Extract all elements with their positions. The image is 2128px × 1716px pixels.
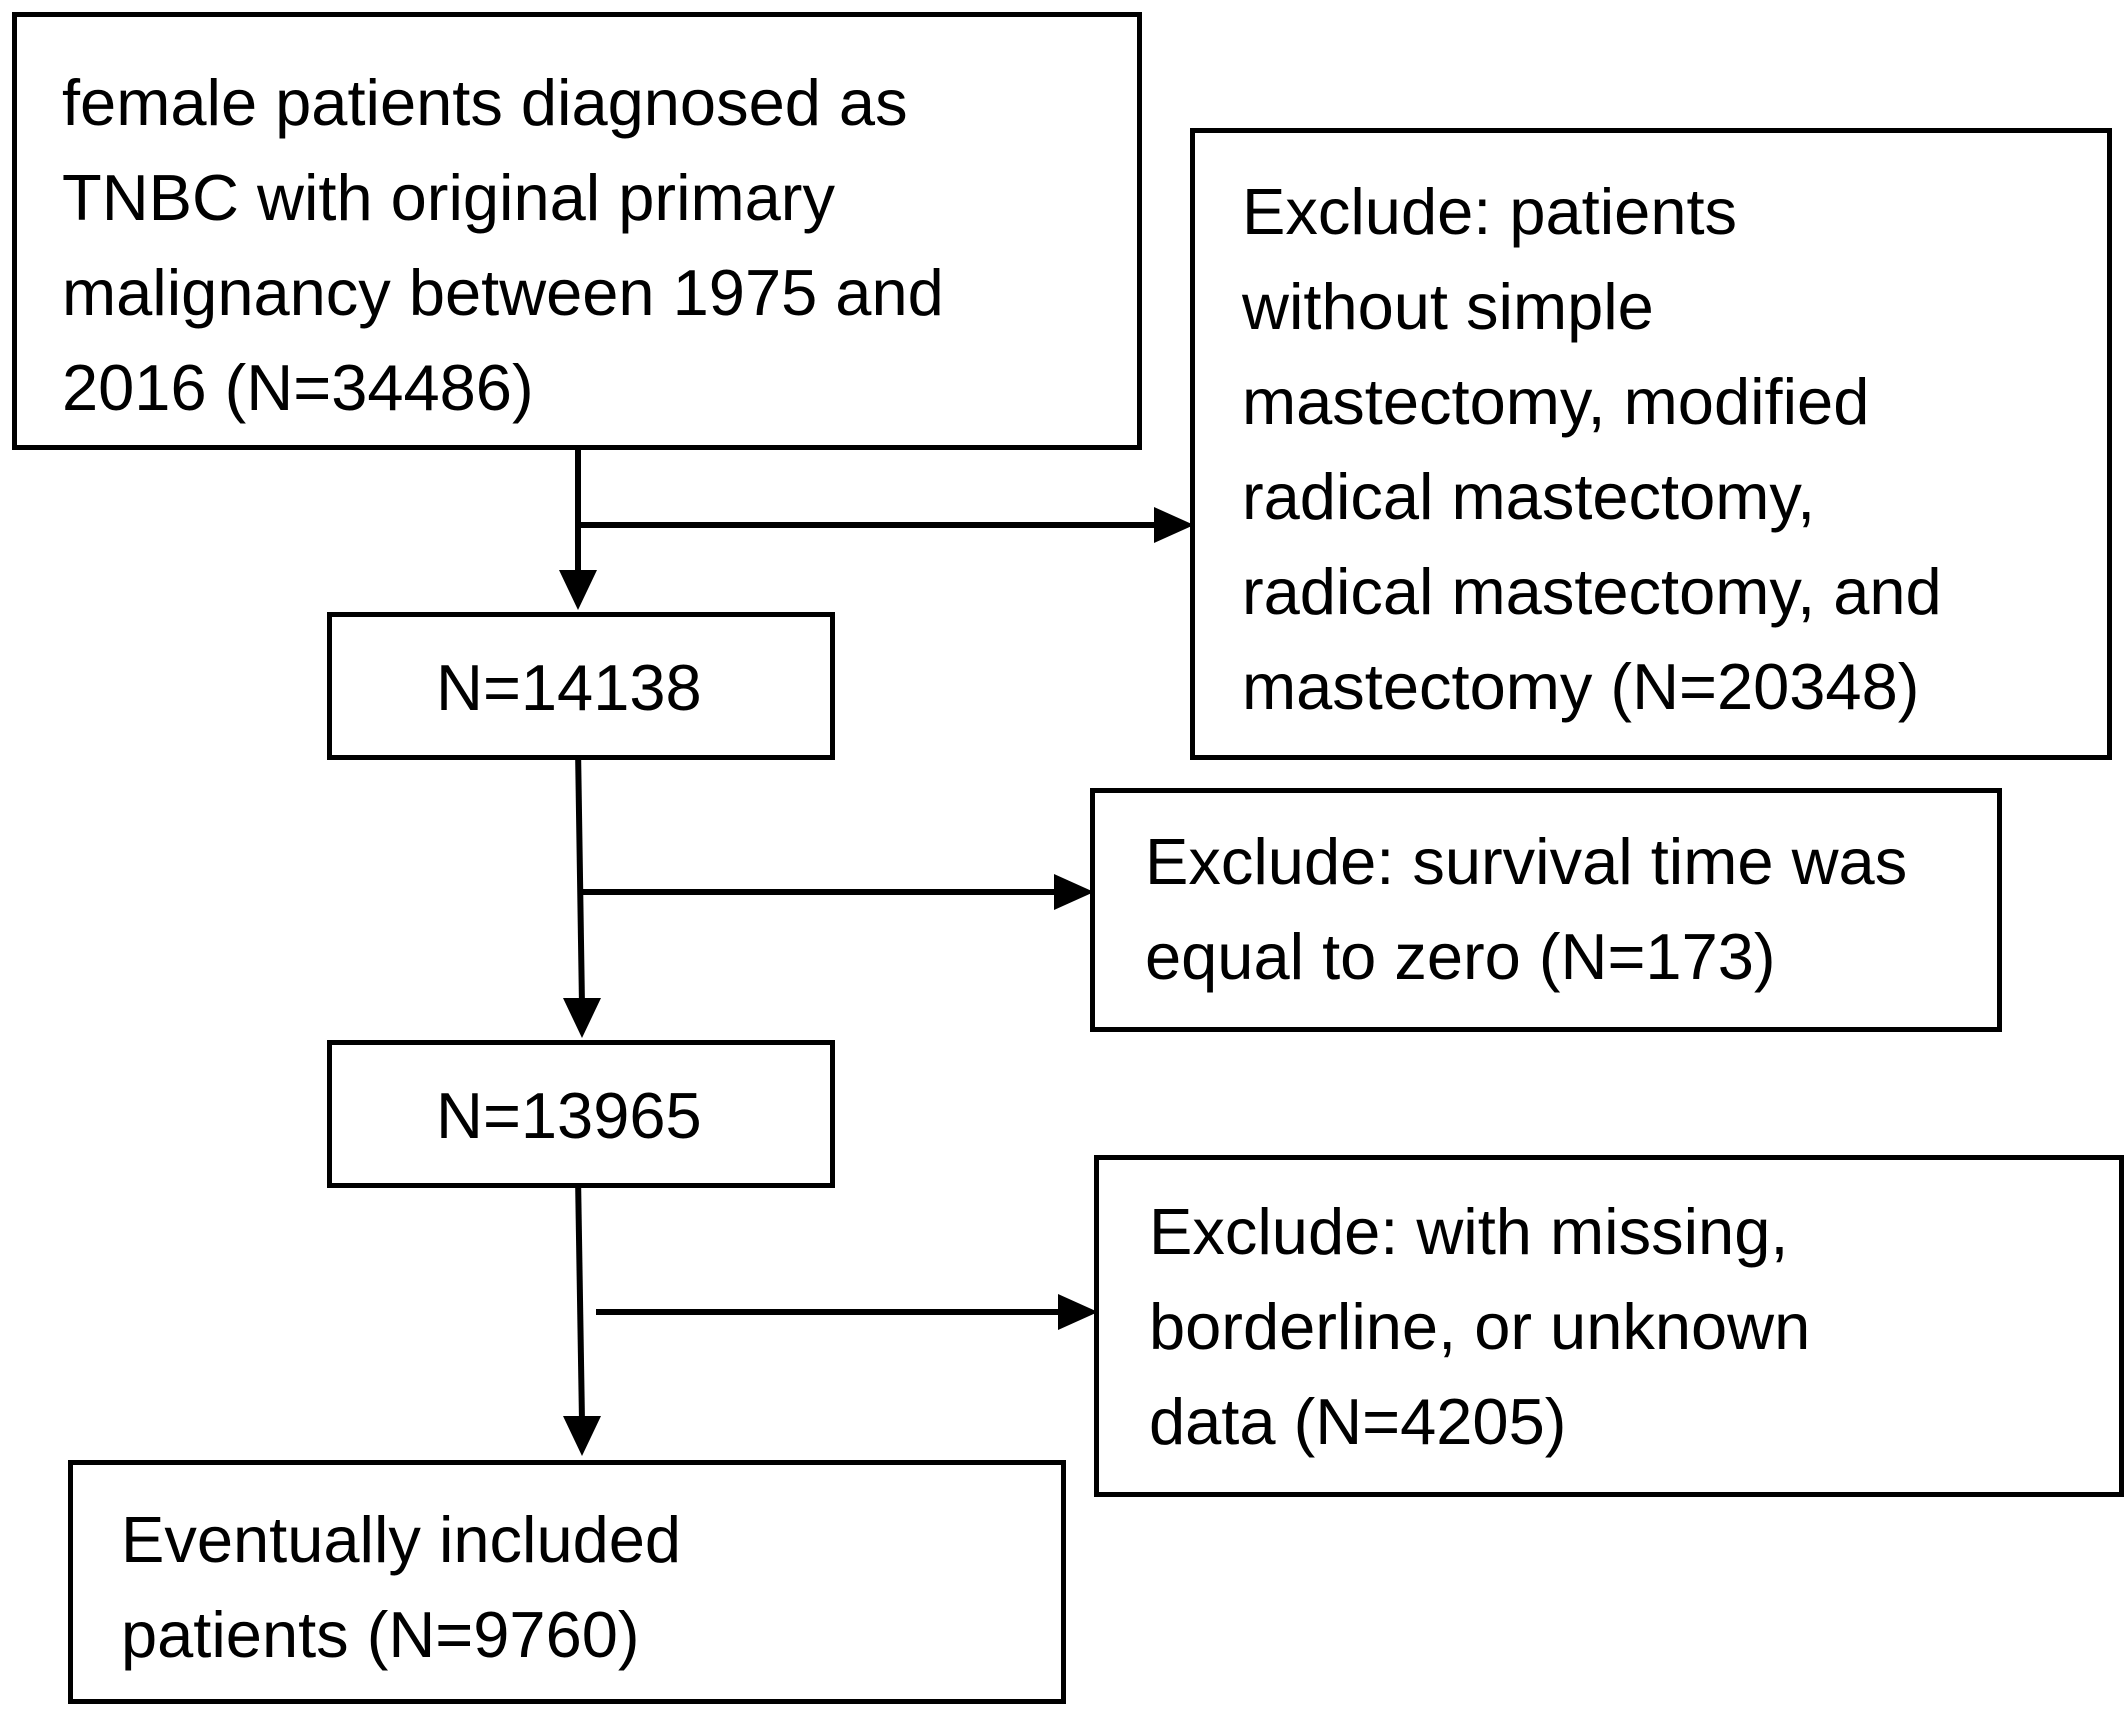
step-box-1-line: N=14138 bbox=[436, 651, 702, 724]
exclude-box-2-line: equal to zero (N=173) bbox=[1145, 920, 1776, 993]
start-box-text: female patients diagnosed as TNBC with o… bbox=[62, 55, 944, 435]
arrowhead-down-final bbox=[563, 1416, 601, 1456]
exclude-box-2-line: Exclude: survival time was bbox=[1145, 825, 1908, 898]
arrowhead-right-exclude3 bbox=[1058, 1294, 1098, 1330]
exclude-box-2-text: Exclude: survival time was equal to zero… bbox=[1145, 814, 1907, 1004]
start-box-line: TNBC with original primary bbox=[62, 161, 835, 234]
exclude-box-3-line: borderline, or unknown bbox=[1149, 1290, 1811, 1363]
exclude-box-3: Exclude: with missing, borderline, or un… bbox=[1094, 1155, 2124, 1497]
exclude-box-1-line: without simple bbox=[1242, 270, 1654, 343]
exclude-box-3-line: Exclude: with missing, bbox=[1149, 1195, 1789, 1268]
final-box-line: patients (N=9760) bbox=[121, 1598, 640, 1671]
final-box-text: Eventually included patients (N=9760) bbox=[121, 1492, 681, 1682]
step-box-2: N=13965 bbox=[327, 1040, 835, 1188]
arrowhead-down-step2 bbox=[563, 998, 601, 1038]
step-box-1-text: N=14138 bbox=[436, 640, 702, 735]
exclude-box-1-line: mastectomy, modified bbox=[1242, 365, 1870, 438]
start-box-line: female patients diagnosed as bbox=[62, 66, 908, 139]
exclude-box-1-text: Exclude: patients without simple mastect… bbox=[1242, 164, 1942, 734]
start-box: female patients diagnosed as TNBC with o… bbox=[12, 12, 1142, 450]
connector-step1-to-step2 bbox=[575, 747, 585, 1007]
step-box-1: N=14138 bbox=[327, 612, 835, 760]
exclude-box-1-line: radical mastectomy, bbox=[1242, 460, 1816, 533]
final-box-line: Eventually included bbox=[121, 1503, 682, 1576]
step-box-2-text: N=13965 bbox=[436, 1068, 702, 1163]
final-box: Eventually included patients (N=9760) bbox=[68, 1460, 1066, 1704]
exclude-box-3-text: Exclude: with missing, borderline, or un… bbox=[1149, 1184, 1810, 1469]
exclude-box-2: Exclude: survival time was equal to zero… bbox=[1090, 788, 2002, 1032]
start-box-line: 2016 (N=34486) bbox=[62, 351, 534, 424]
exclude-box-1: Exclude: patients without simple mastect… bbox=[1190, 128, 2112, 760]
connector-step2-to-final bbox=[575, 1175, 585, 1423]
exclude-box-3-line: data (N=4205) bbox=[1149, 1385, 1567, 1458]
exclude-box-1-line: radical mastectomy, and bbox=[1242, 555, 1942, 628]
exclude-box-1-line: mastectomy (N=20348) bbox=[1242, 650, 1920, 723]
arrowhead-right-exclude1 bbox=[1154, 507, 1194, 543]
arrowhead-down-step1 bbox=[559, 570, 597, 610]
arrowhead-right-exclude2 bbox=[1054, 874, 1094, 910]
step-box-2-line: N=13965 bbox=[436, 1079, 702, 1152]
exclude-box-1-line: Exclude: patients bbox=[1242, 175, 1738, 248]
start-box-line: malignancy between 1975 and bbox=[62, 256, 944, 329]
